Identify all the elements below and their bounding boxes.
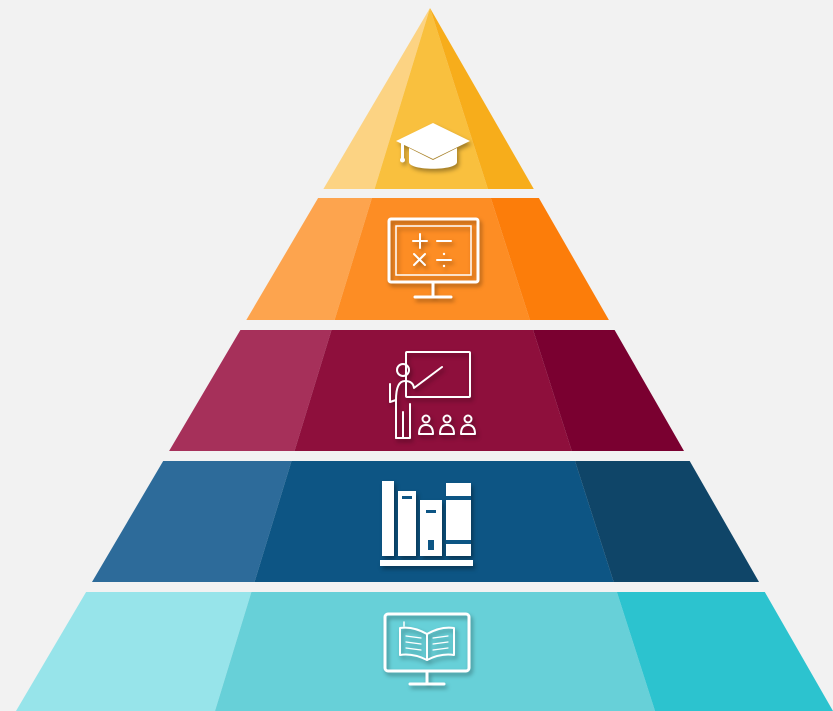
e-book-monitor-icon bbox=[383, 612, 471, 686]
calculator-monitor-icon bbox=[387, 217, 480, 299]
tier-facet-left bbox=[92, 461, 292, 582]
tier-facet-left bbox=[246, 198, 372, 320]
tier-facet-right bbox=[490, 198, 609, 320]
tier-facet-left bbox=[169, 330, 332, 451]
tier-facet-center bbox=[215, 592, 655, 711]
graduation-cap-icon bbox=[396, 123, 470, 169]
tier-facet-left bbox=[16, 592, 252, 711]
pyramid-tier-5 bbox=[16, 592, 833, 711]
pyramid-tier-2 bbox=[246, 198, 609, 320]
bookshelf-icon bbox=[380, 481, 473, 566]
tier-facet-right bbox=[616, 592, 833, 711]
tier-facet-center bbox=[294, 330, 572, 451]
tier-facet-left bbox=[323, 8, 430, 189]
pyramid-tier-3 bbox=[169, 330, 684, 451]
tier-facet-right bbox=[575, 461, 759, 582]
teacher-presentation-icon bbox=[389, 351, 476, 439]
tier-facet-right bbox=[430, 8, 534, 189]
pyramid-tiers bbox=[16, 8, 833, 711]
tier-facet-right bbox=[533, 330, 684, 451]
tier-facet-center bbox=[334, 198, 530, 320]
